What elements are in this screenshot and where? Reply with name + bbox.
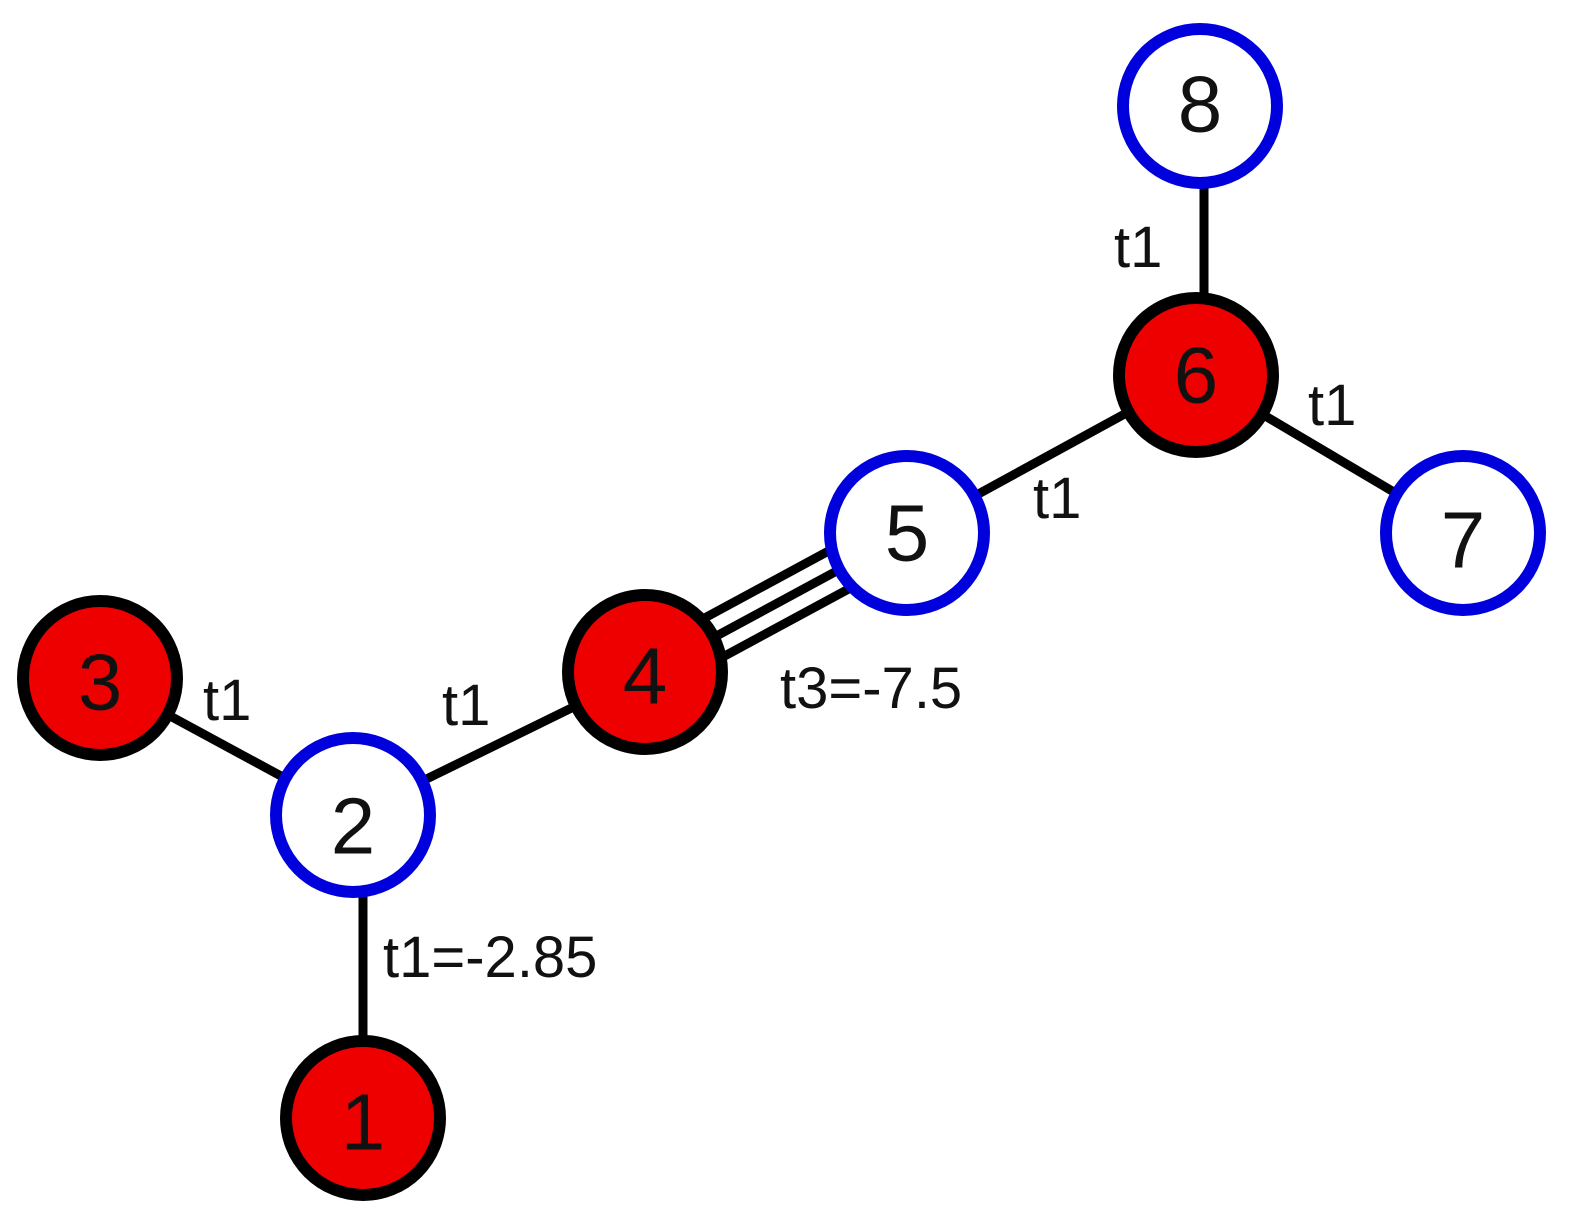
edge-label-6-8: t1: [1114, 215, 1162, 280]
node-2: 2: [270, 732, 436, 898]
bonds: [97, 106, 1466, 1115]
edge-label-4-5: t3=-7.5: [780, 656, 962, 721]
node-6-label: 6: [1174, 331, 1219, 420]
node-7-label: 7: [1441, 496, 1486, 585]
node-4-label: 4: [623, 632, 668, 721]
node-5: 5: [824, 450, 990, 616]
node-7: 7: [1380, 450, 1546, 616]
edge-label-2-4: t1: [442, 673, 490, 738]
node-4: 4: [562, 589, 728, 755]
nodes: 1 2 3 4 5 6 7 8: [17, 23, 1546, 1201]
edge-label-6-7: t1: [1308, 373, 1356, 438]
node-5-label: 5: [885, 489, 930, 578]
node-1-label: 1: [341, 1078, 386, 1167]
node-1: 1: [280, 1035, 446, 1201]
edge-label-1-2: t1=-2.85: [383, 925, 597, 990]
edge-label-2-3: t1: [203, 668, 251, 733]
node-6: 6: [1113, 292, 1279, 458]
node-8: 8: [1117, 23, 1283, 189]
node-2-label: 2: [331, 782, 376, 871]
node-3: 3: [17, 595, 183, 761]
edge-label-5-6: t1: [1033, 466, 1081, 531]
node-3-label: 3: [78, 638, 123, 727]
edge-labels: t1=-2.85 t1 t1 t3=-7.5 t1 t1 t1: [203, 215, 1356, 990]
node-8-label: 8: [1178, 60, 1223, 149]
